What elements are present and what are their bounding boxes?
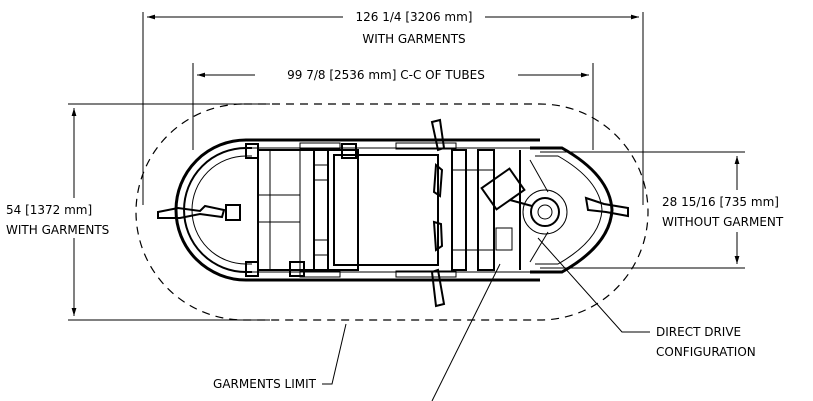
dimension-tube-spacing: 99 7/8 [2536 mm] C-C OF TUBES bbox=[197, 68, 589, 82]
garment-flaps bbox=[157, 118, 629, 308]
dimension-overall-width: 54 [1372 mm] WITH GARMENTS bbox=[6, 108, 109, 316]
callout-drive-line-1: DIRECT DRIVE bbox=[656, 325, 741, 339]
callout-direct-drive: DIRECT DRIVE CONFIGURATION bbox=[537, 237, 756, 359]
overall-length-note: WITH GARMENTS bbox=[362, 32, 465, 46]
section-leader-line bbox=[431, 263, 501, 401]
machine-plan-view bbox=[157, 118, 629, 308]
dimension-body-width: 28 15/16 [735 mm] WITHOUT GARMENT bbox=[662, 156, 784, 264]
direct-drive-assembly bbox=[480, 159, 568, 263]
body-width-note: WITHOUT GARMENT bbox=[662, 215, 784, 229]
garments-limit-outline bbox=[135, 103, 649, 321]
dimension-overall-length: 126 1/4 [3206 mm] WITH GARMENTS bbox=[147, 10, 639, 46]
overall-length-value: 126 1/4 [3206 mm] bbox=[356, 10, 473, 24]
extension-lines bbox=[68, 12, 745, 321]
overall-width-value: 54 [1372 mm] bbox=[6, 203, 92, 217]
callout-garments-limit-label: GARMENTS LIMIT bbox=[213, 377, 317, 391]
overall-width-note: WITH GARMENTS bbox=[6, 223, 109, 237]
tube-spacing-value: 99 7/8 [2536 mm] C-C OF TUBES bbox=[287, 68, 485, 82]
body-width-value: 28 15/16 [735 mm] bbox=[662, 195, 779, 209]
callout-drive-line-2: CONFIGURATION bbox=[656, 345, 756, 359]
callout-garments-limit: GARMENTS LIMIT bbox=[213, 323, 347, 391]
